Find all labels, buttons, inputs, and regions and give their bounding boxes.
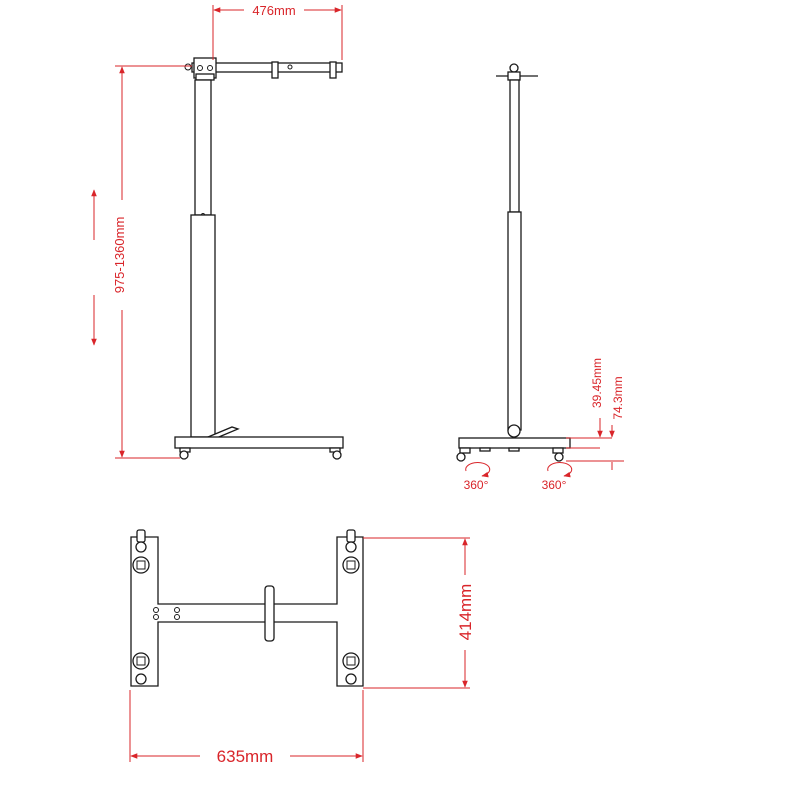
side-view (456, 63, 571, 462)
base-caster-mid-left-inner (136, 560, 146, 570)
height-range-label: 975-1360mm (112, 217, 127, 294)
base-width-label: 635mm (217, 747, 274, 766)
front-arm-hole (287, 64, 293, 70)
base-depth-label: 414mm (456, 584, 475, 641)
base-caster-tab (136, 529, 146, 543)
side-caster-mount (552, 447, 564, 454)
side-pedal-knob (507, 424, 521, 438)
front-upper-column (194, 79, 212, 216)
front-view (174, 57, 344, 460)
base-caster-low-left (132, 652, 150, 670)
side-caster-wheel (554, 452, 564, 462)
base-caster-bottom-left (135, 673, 147, 685)
base-mount-hole (153, 607, 159, 613)
dim-b-label: 74.3mm (611, 376, 625, 419)
front-caster-wheel (332, 450, 342, 460)
base-center-slot (264, 585, 275, 642)
side-top-clamp (507, 71, 521, 81)
side-upper-column (509, 79, 520, 213)
base-caster-tab (346, 529, 356, 543)
rotation-left-label: 360° (464, 478, 489, 492)
front-top-arm (191, 62, 343, 73)
front-caster-wheel (179, 450, 189, 460)
front-base (174, 436, 344, 449)
base-h-frame (130, 536, 364, 687)
dim-a-label: 39.45mm (590, 358, 604, 408)
dimension-base-width: 635mm (129, 690, 364, 766)
base-caster-top-left (135, 541, 147, 553)
front-arm-collar (195, 73, 215, 81)
rotation-indicator-right: 360° (542, 462, 573, 492)
base-caster-low-right (342, 652, 360, 670)
base-mount-hole (174, 607, 180, 613)
base-top-view (130, 529, 364, 687)
side-base (458, 437, 571, 449)
side-caster-mount (459, 447, 471, 454)
front-arm-slider (329, 61, 337, 79)
front-lower-column (190, 214, 216, 438)
base-caster-low-right-inner (346, 656, 356, 666)
dimension-base-depth: 414mm (363, 537, 475, 689)
dimension-arm-width: 476mm (212, 3, 343, 60)
side-base-foot (508, 447, 520, 452)
base-caster-mid-right-inner (346, 560, 356, 570)
front-arm-bolt (207, 65, 213, 71)
base-caster-mid-right (342, 556, 360, 574)
front-arm-slider (271, 61, 279, 79)
base-caster-bottom-right (345, 673, 357, 685)
base-mount-hole (153, 614, 159, 620)
arm-width-label: 476mm (252, 3, 295, 18)
front-arm-bolt (197, 65, 203, 71)
side-top-knob (509, 63, 519, 73)
side-base-foot (479, 447, 491, 452)
dimension-height-range: 975-1360mm (91, 65, 192, 459)
rotation-indicator-left: 360° (464, 462, 491, 492)
base-mount-hole (174, 614, 180, 620)
front-arm-knob (184, 63, 192, 71)
rotation-right-label: 360° (542, 478, 567, 492)
side-caster-wheel (456, 452, 466, 462)
base-caster-mid-left (132, 556, 150, 574)
base-caster-low-left-inner (136, 656, 146, 666)
side-lower-column (507, 211, 522, 431)
dimension-side-heights: 39.45mm 74.3mm (566, 358, 625, 470)
base-caster-top-right (345, 541, 357, 553)
